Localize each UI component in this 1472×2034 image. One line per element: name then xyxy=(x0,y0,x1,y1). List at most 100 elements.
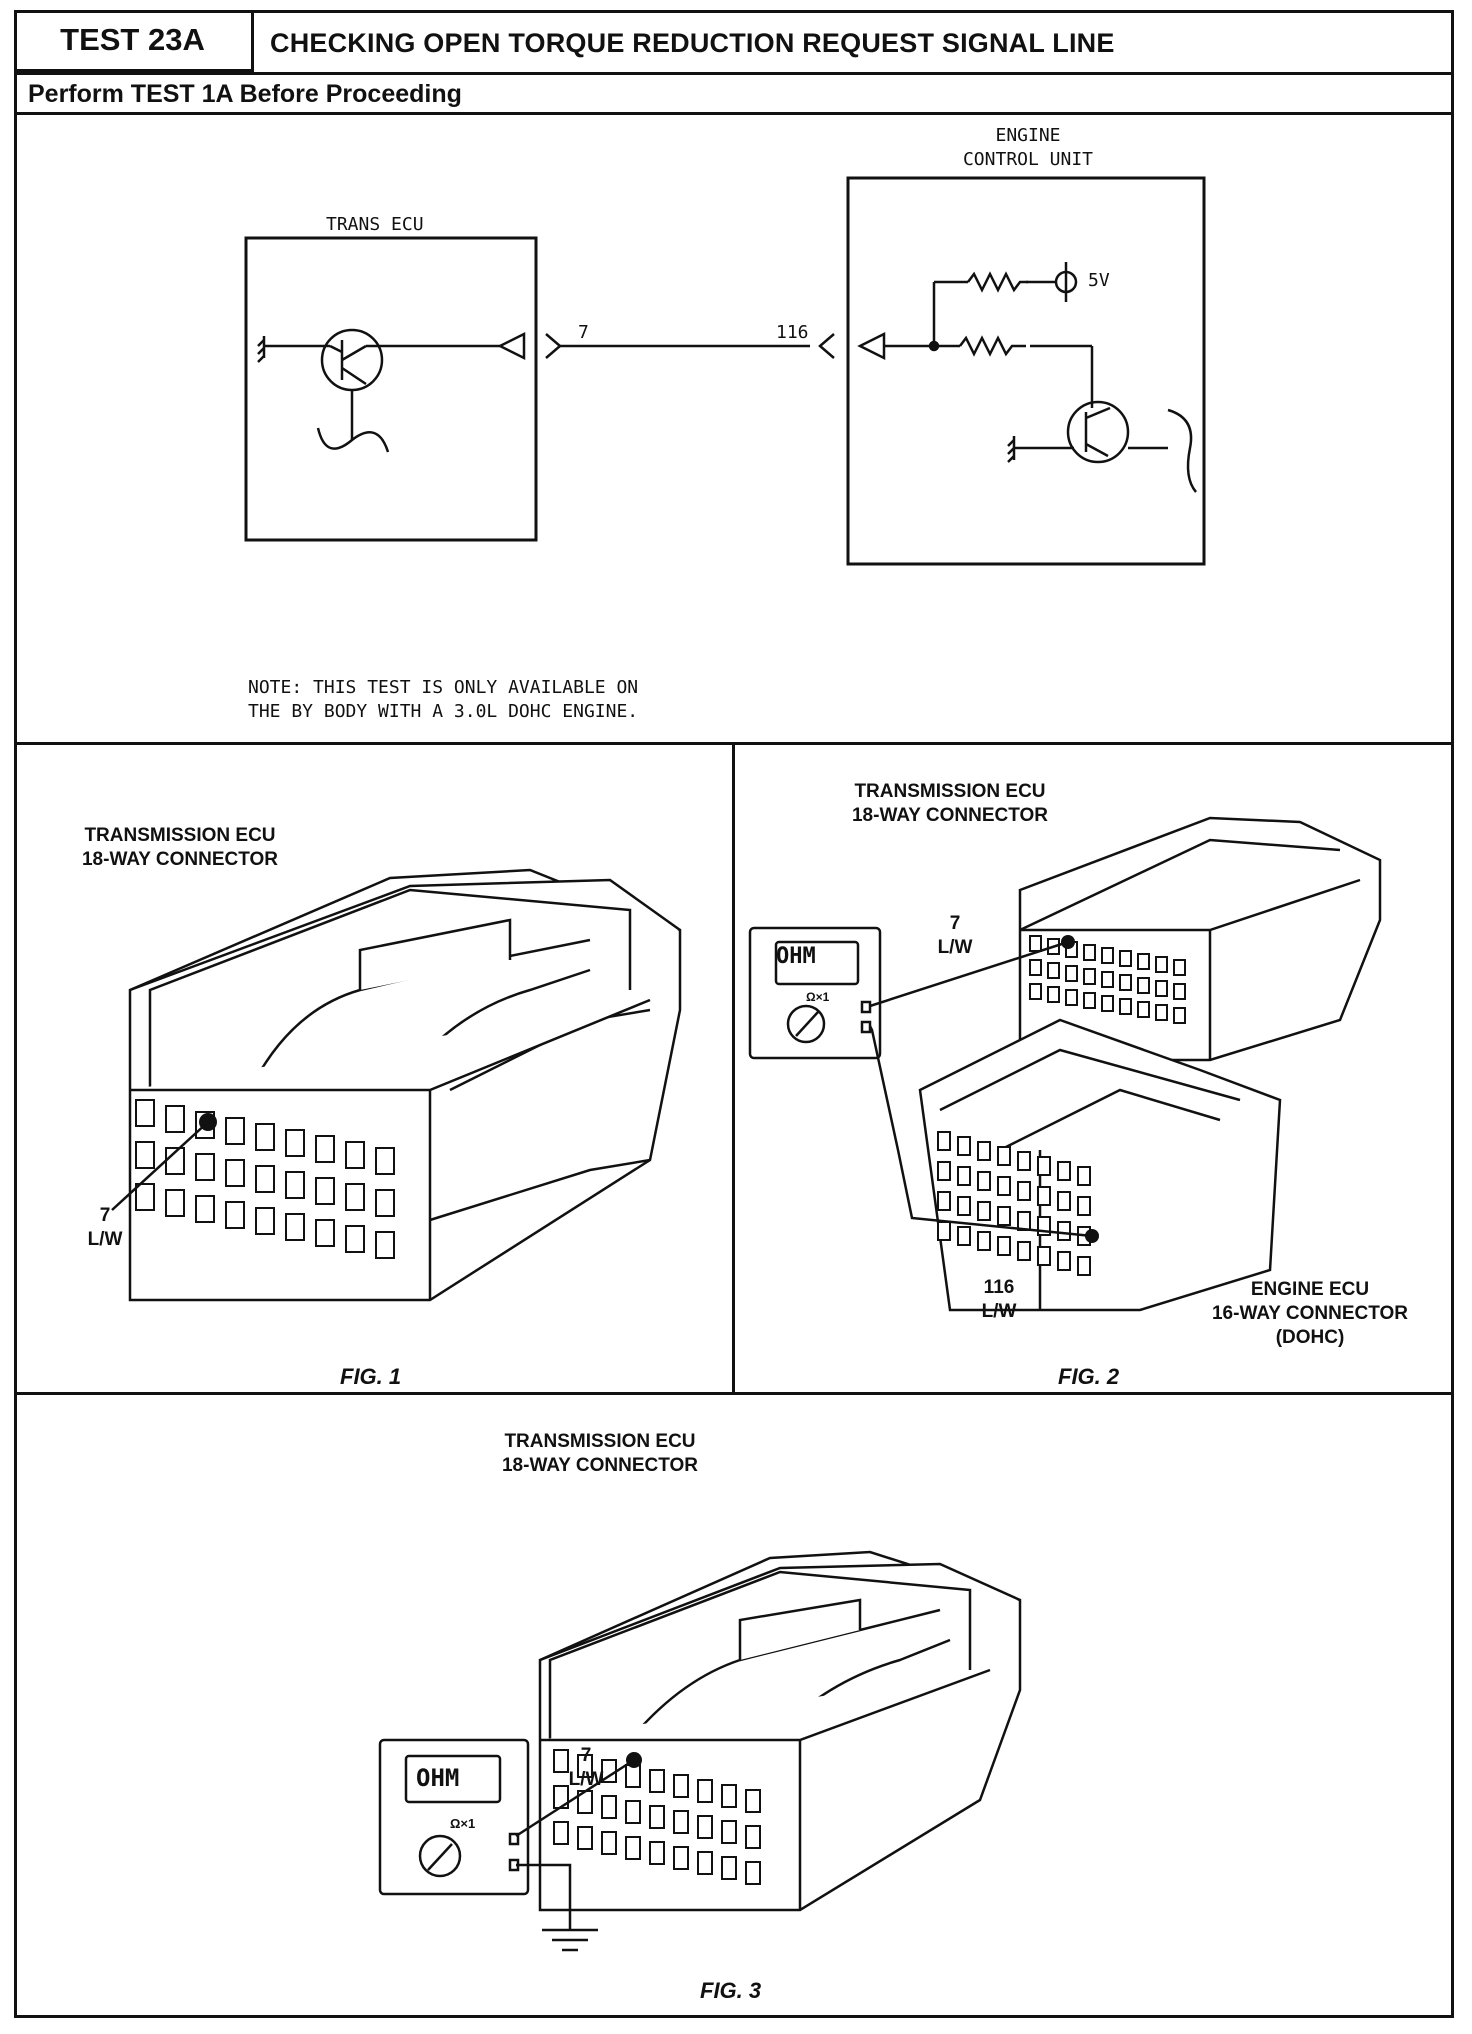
fig2-engine-wire-color: L/W xyxy=(981,1301,1017,1322)
fig1-pin-label: 7 L/W xyxy=(80,1204,130,1252)
ground-symbol-engine xyxy=(1007,436,1074,463)
pin-cavity xyxy=(1017,1151,1031,1171)
fig3-pin-number: 7 xyxy=(580,1745,592,1766)
pin-cavity xyxy=(225,1201,245,1229)
pin-cavity xyxy=(977,1231,991,1251)
engine-label-line1: ENGINE xyxy=(995,125,1061,146)
fig1-label-line1: TRANSMISSION ECU xyxy=(84,825,276,846)
pin-cavity xyxy=(255,1207,275,1235)
pin-cavity xyxy=(1101,995,1114,1012)
fig2-engine-pin-label: 116 L/W xyxy=(974,1276,1024,1324)
engine-connector-mark xyxy=(818,333,835,359)
resistor-upper xyxy=(967,271,1028,293)
fig3-label-line1: TRANSMISSION ECU xyxy=(504,1431,696,1452)
fig3-meter-range: Ω×1 xyxy=(450,1816,476,1831)
pin-cavity xyxy=(1047,962,1060,979)
pin-cavity xyxy=(697,1815,713,1839)
pin-cavity xyxy=(673,1774,689,1798)
pin-cavity xyxy=(225,1159,245,1187)
pin-cavity xyxy=(977,1141,991,1161)
fig2-pin-label: 7 L/W xyxy=(930,912,980,960)
pin-cavity xyxy=(1065,965,1078,982)
fig2-wire-color: L/W xyxy=(937,937,973,958)
note-line2: THE BY BODY WITH A 3.0L DOHC ENGINE. xyxy=(248,701,639,722)
pin-cavity xyxy=(577,1826,593,1850)
fig3-connector-label: TRANSMISSION ECU 18-WAY CONNECTOR xyxy=(470,1430,730,1478)
pin-cavity xyxy=(1037,1246,1051,1266)
fig2-pin-number: 7 xyxy=(949,913,961,934)
pin-cavity xyxy=(745,1825,761,1849)
fig3-ground-lead xyxy=(516,1863,572,1930)
pin-cavity xyxy=(1155,980,1168,997)
fig2-label-line2: 18-WAY CONNECTOR xyxy=(851,805,1049,826)
pin-cavity xyxy=(1101,971,1114,988)
fig3-caption: FIG. 3 xyxy=(700,1978,762,2003)
pin-cavity xyxy=(625,1764,641,1788)
pin-cavity xyxy=(1057,1161,1071,1181)
pin-cavity xyxy=(937,1221,951,1241)
engine-ecu-label: ENGINE CONTROL UNIT xyxy=(938,124,1118,172)
pin-cavity xyxy=(1065,989,1078,1006)
pin-cavity xyxy=(315,1177,335,1205)
pin-cavity xyxy=(1101,947,1114,964)
pin-cavity xyxy=(315,1135,335,1163)
schematic-drawing xyxy=(244,176,1206,566)
divider-sub xyxy=(14,112,1454,115)
pin-cavity xyxy=(1017,1211,1031,1231)
pin-cavity xyxy=(375,1189,395,1217)
fig2-engine-line2: 16-WAY CONNECTOR xyxy=(1211,1303,1409,1324)
trans-ecu-box xyxy=(244,236,538,542)
pin-cavity xyxy=(1037,1156,1051,1176)
pin-cavity xyxy=(1083,944,1096,961)
pin-cavity xyxy=(135,1141,155,1169)
pin-cavity xyxy=(1155,956,1168,973)
pin-cavity xyxy=(1017,1181,1031,1201)
pin-cavity xyxy=(697,1779,713,1803)
pin-cavity xyxy=(1173,1007,1186,1024)
pin-cavity xyxy=(673,1846,689,1870)
schematic-note: NOTE: THIS TEST IS ONLY AVAILABLE ON THE … xyxy=(248,676,638,724)
engine-transistor xyxy=(1066,400,1130,464)
note-line1: NOTE: THIS TEST IS ONLY AVAILABLE ON xyxy=(248,677,639,698)
pin-cavity xyxy=(135,1183,155,1211)
pin-cavity xyxy=(673,1810,689,1834)
pin-cavity xyxy=(745,1789,761,1813)
pin-cavity xyxy=(957,1196,971,1216)
pin-cavity xyxy=(649,1841,665,1865)
fig2-label-line1: TRANSMISSION ECU xyxy=(854,781,1046,802)
fig3-meter-screen xyxy=(404,1754,502,1804)
fig3-ground-symbol xyxy=(542,1928,598,1952)
pin-cavity xyxy=(553,1821,569,1845)
fig2-meter-range: Ω×1 xyxy=(806,990,830,1004)
pin-cavity xyxy=(255,1123,275,1151)
pin-cavity xyxy=(225,1117,245,1145)
fig2-lead-black xyxy=(868,1025,1093,1238)
trans-ecu-label: TRANS ECU xyxy=(326,214,424,235)
resistor-lower xyxy=(959,335,1026,357)
fig2-engine-pin-number: 116 xyxy=(983,1277,1015,1298)
pin-cavity xyxy=(601,1831,617,1855)
pin-cavity xyxy=(625,1800,641,1824)
pin-cavity xyxy=(997,1146,1011,1166)
ground-symbol-trans xyxy=(257,336,330,363)
pin-cavity xyxy=(957,1166,971,1186)
engine-ecu-box xyxy=(846,176,1206,566)
pin-cavity xyxy=(165,1105,185,1133)
page-frame xyxy=(14,10,1454,2018)
pin-cavity xyxy=(577,1754,593,1778)
engine-label-line2: CONTROL UNIT xyxy=(962,149,1094,170)
pin-cavity xyxy=(345,1141,365,1169)
trans-pin-label: 7 xyxy=(578,322,589,343)
pin-cavity xyxy=(285,1129,305,1157)
pin-cavity xyxy=(1057,1221,1071,1241)
pin-cavity xyxy=(745,1861,761,1885)
fig2-engine-pin-grid xyxy=(937,1131,1091,1276)
pin-cavity xyxy=(195,1195,215,1223)
pin-cavity xyxy=(1119,950,1132,967)
pin-cavity xyxy=(135,1099,155,1127)
pin-cavity xyxy=(255,1165,275,1193)
prerequisite: Perform TEST 1A Before Proceeding xyxy=(28,80,462,108)
engine-pin-arrow xyxy=(857,331,886,361)
trans-transistor xyxy=(320,328,384,392)
pin-cavity xyxy=(937,1131,951,1151)
